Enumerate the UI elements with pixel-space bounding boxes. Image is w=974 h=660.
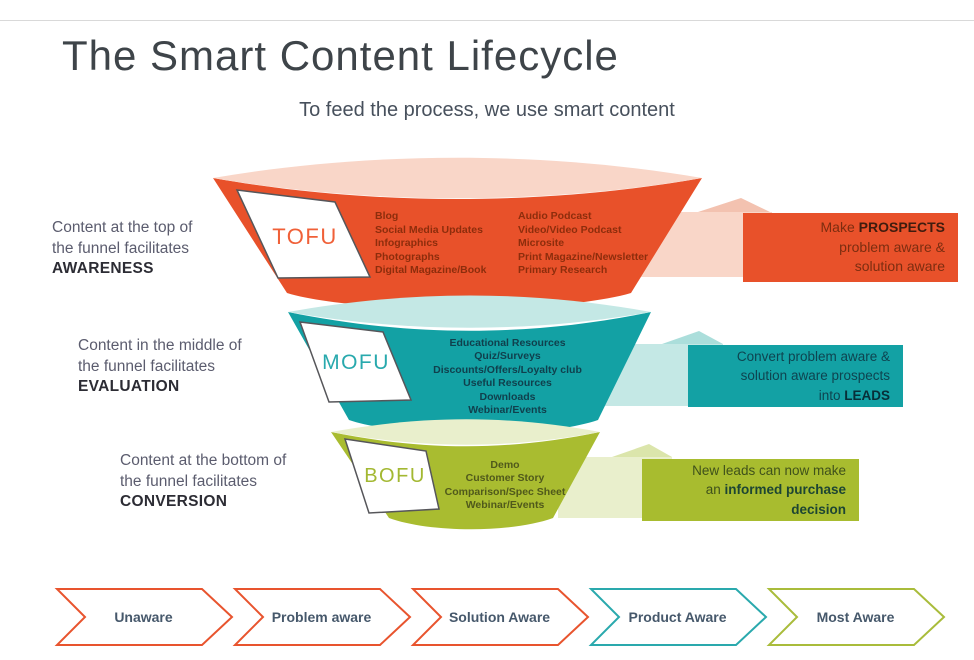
tofu-band-fold: [698, 198, 770, 212]
chevron-most-aware: [766, 588, 946, 646]
funnel-item: Quiz/Surveys: [474, 350, 541, 363]
funnel-item: Educational Resources: [449, 337, 566, 349]
funnel-item: Downloads: [479, 390, 536, 403]
tofu-callout: Make PROSPECTS problem aware & solution …: [743, 213, 958, 282]
funnel-item: Print Magazine/Newsletter: [518, 250, 649, 263]
bofu-band-fold: [612, 444, 672, 457]
funnel-item: Photographs: [375, 250, 440, 263]
bofu-callout: New leads can now make an informed purch…: [642, 459, 859, 521]
mofu-funnel-top: [288, 295, 651, 328]
tofu-description: Content at the top of the funnel facilit…: [52, 219, 193, 277]
bofu-funnel-top: [331, 419, 600, 445]
chevron-unaware: [54, 588, 234, 646]
tofu-emphasis: AWARENESS: [52, 260, 154, 277]
mofu-label: MOFU: [322, 351, 390, 374]
funnel-item: Webinar/Events: [468, 404, 547, 417]
chevron-label-problem-aware: Problem aware: [271, 609, 372, 625]
funnel-item: Customer Story: [465, 472, 545, 485]
mofu-band-fold: [662, 331, 723, 344]
page-title: The Smart Content Lifecycle: [62, 32, 619, 79]
chevron-label-unaware: Unaware: [114, 609, 173, 625]
funnel-item: Audio Podcast: [518, 210, 592, 222]
bofu-label-plate: [343, 438, 440, 514]
chevron-solution-aware: [410, 588, 590, 646]
funnel-item: Webinar/Events: [465, 499, 545, 512]
funnel-item: Digital Magazine/Book: [375, 264, 487, 277]
chevron-label-product-aware: Product Aware: [628, 609, 727, 625]
tofu-label-plate: [235, 189, 372, 279]
funnel-item: Primary Research: [518, 264, 608, 277]
bofu-emphasis: CONVERSION: [120, 493, 228, 510]
mofu-label-plate: [298, 321, 413, 403]
chevron-product-aware: [588, 588, 768, 646]
funnel-item: Comparison/Spec Sheet: [444, 485, 566, 498]
funnel-item: Video/Video Podcast: [518, 223, 622, 236]
funnel-item: Useful Resources: [463, 377, 552, 390]
tofu-label: TOFU: [272, 224, 338, 249]
top-divider: [0, 20, 974, 21]
chevron-label-solution-aware: Solution Aware: [448, 609, 551, 625]
funnel-item: Demo: [490, 459, 520, 471]
page-subtitle: To feed the process, we use smart conten…: [299, 99, 675, 121]
chevron-problem-aware: [232, 588, 412, 646]
mofu-emphasis: EVALUATION: [78, 378, 180, 395]
funnel-item: Infographics: [375, 237, 439, 250]
mofu-callout: Convert problem aware & solution aware p…: [688, 345, 903, 407]
mofu-description: Content in the middle of the funnel faci…: [78, 337, 242, 395]
funnel-item: Social Media Updates: [375, 223, 483, 236]
funnel-item: Discounts/Offers/Loyalty club: [433, 363, 582, 376]
bofu-description: Content at the bottom of the funnel faci…: [120, 452, 287, 510]
chevron-label-most-aware: Most Aware: [816, 609, 895, 625]
funnel-item: Microsite: [518, 237, 565, 250]
funnel-item: Blog: [375, 210, 399, 222]
bofu-label: BOFU: [364, 465, 426, 487]
tofu-funnel-top: [213, 157, 702, 199]
